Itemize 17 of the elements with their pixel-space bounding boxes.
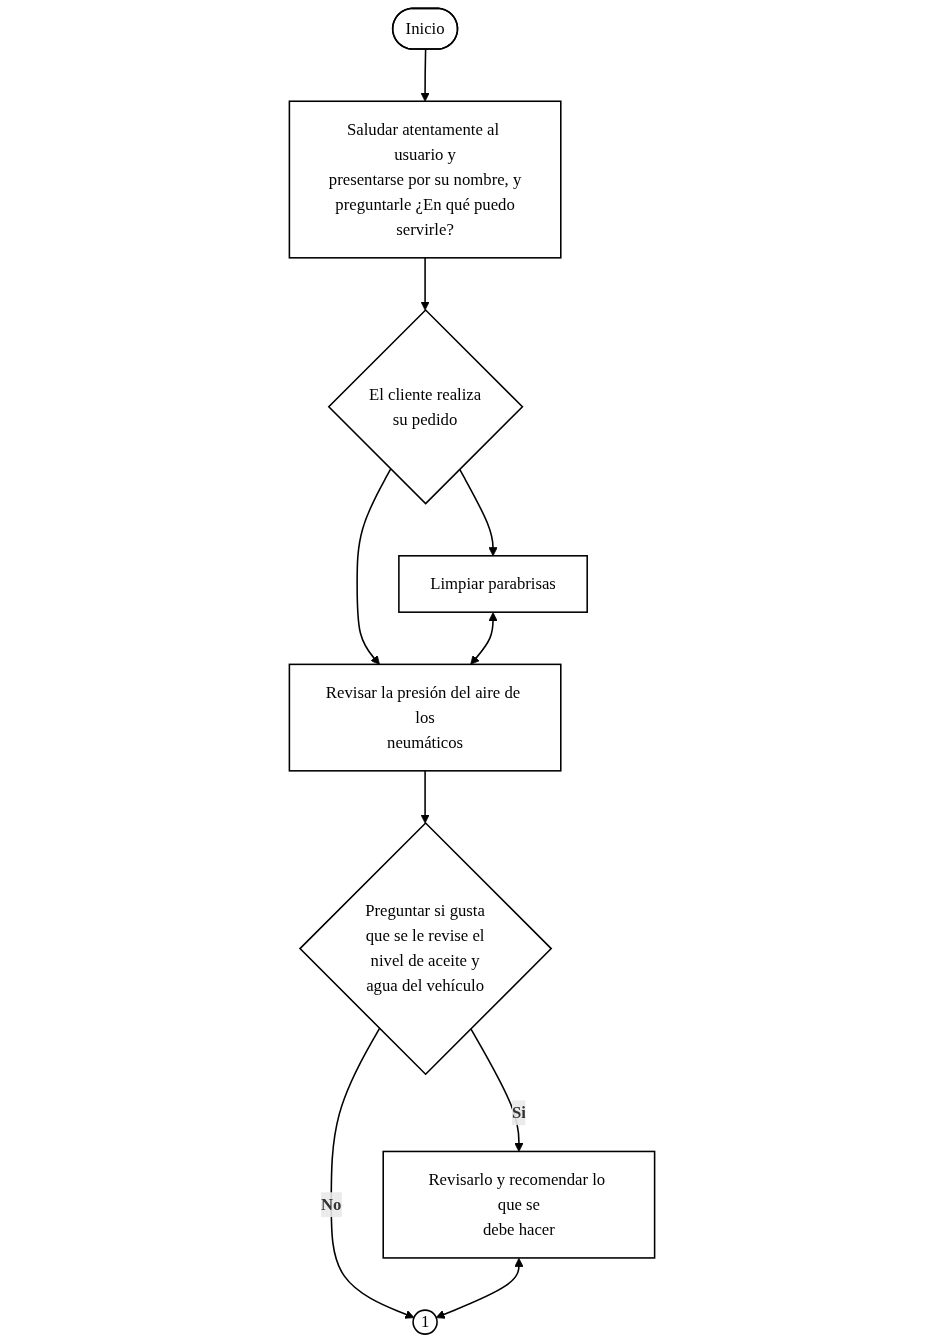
arrow bbox=[420, 257, 430, 311]
arrow bbox=[435, 1257, 524, 1319]
edge-label: No bbox=[321, 1195, 342, 1214]
arrow bbox=[458, 468, 498, 557]
edge-label: Si bbox=[511, 1103, 526, 1122]
node-box: Limpiar parabrisas bbox=[398, 555, 588, 613]
node-diamond: El cliente realiza su pedido bbox=[327, 308, 524, 505]
node-box: Revisarlo y recomendar lo que se debe hacer bbox=[382, 1150, 656, 1259]
arrow bbox=[356, 468, 392, 665]
arrow bbox=[470, 612, 498, 665]
node-box: Saludar atentamente al usuario y presentarse por su nombre, y preguntarle ¿En qué puedo servirle? bbox=[288, 100, 562, 259]
arrow bbox=[330, 1027, 415, 1319]
arrow bbox=[420, 770, 430, 824]
node-diamond: Preguntar si gusta que se le revise el nivel de aceite y agua del vehículo bbox=[298, 821, 553, 1076]
arrow bbox=[420, 48, 430, 102]
node-circle: 1 bbox=[412, 1309, 438, 1335]
node-box: Revisar la presión del aire de los neumáticos bbox=[288, 663, 562, 772]
